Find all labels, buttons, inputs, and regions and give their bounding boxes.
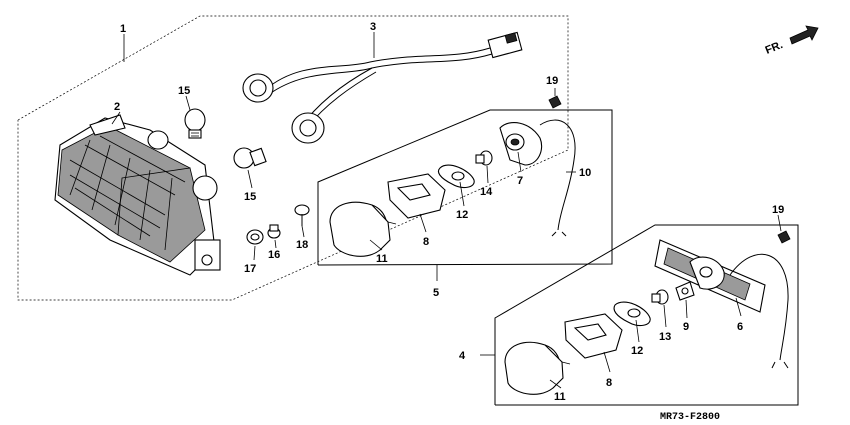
callout-labels: 1 2 3 4 5 6 7 8 8 9 10 11 11 12 12 13 14… [114,21,784,403]
callout-11-lower: 11 [554,391,566,403]
gasket-12-upper [437,164,475,189]
callout-10: 10 [579,167,591,179]
bulb-15-lower [233,147,267,169]
front-arrow-icon [789,25,819,45]
screw-18 [294,204,310,226]
callout-15-lower: 15 [244,191,256,203]
tail-light-housing [54,114,221,276]
callout-19-upper: 19 [546,75,558,87]
callout-8-upper: 8 [423,236,429,248]
callout-12-upper: 12 [456,209,468,221]
callout-14: 14 [480,186,493,198]
lens-11-lower [504,341,571,395]
callout-18: 18 [296,239,308,251]
socket-8-upper [387,173,446,219]
gasket-12-lower [613,301,651,327]
bulb-13 [651,289,669,305]
front-direction-label: FR. [764,39,785,57]
clip-19-lower [777,230,791,244]
callout-12-lower: 12 [631,345,643,357]
diagram-code: MR73-F2800 [660,412,720,423]
group-1-frame [17,15,569,301]
callout-2: 2 [114,101,120,113]
callout-11-upper: 11 [376,253,388,265]
callout-6: 6 [737,321,743,333]
socket-7 [499,119,576,237]
callout-7: 7 [517,175,523,187]
washer-16 [267,224,281,239]
callout-5: 5 [433,287,439,299]
wire-harness [242,31,523,144]
nut-9 [675,281,695,301]
callout-19-lower: 19 [772,204,784,216]
socket-8-lower [564,313,623,359]
callout-4: 4 [459,350,466,362]
group-5-frame [317,109,613,266]
callout-9: 9 [683,321,689,333]
callout-3: 3 [370,21,376,33]
callout-16: 16 [268,249,280,261]
callout-17: 17 [244,263,256,275]
bulb-14 [475,150,493,166]
bulb-15-upper [184,108,206,139]
callout-8-lower: 8 [606,377,612,389]
callout-13: 13 [659,331,671,343]
callout-15-upper: 15 [178,85,190,97]
reflector-6 [654,239,789,369]
lens-11-upper [329,201,397,257]
callout-1: 1 [120,23,126,35]
clip-19-upper [548,95,562,109]
group-4-frame [494,224,799,406]
leader-lines [111,32,782,389]
nut-17 [246,229,264,245]
